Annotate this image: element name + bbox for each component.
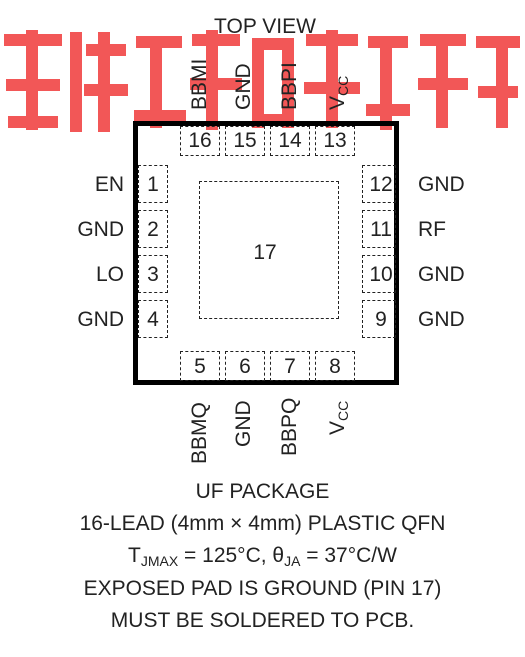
pin-13-pad — [315, 126, 355, 156]
pin-label-7: BBPQ — [278, 397, 301, 456]
pin-label-11: RF — [418, 218, 446, 241]
pin-4-number: 4 — [147, 308, 159, 331]
pin-7-number: 7 — [284, 355, 296, 378]
pin-11-number: 11 — [370, 218, 392, 241]
pin-label-10: GND — [418, 263, 465, 286]
pin-label-14: BBPI — [278, 62, 301, 110]
pin-label-16: BBMI — [188, 58, 211, 110]
pin-16-pad — [180, 126, 220, 156]
pin-3-pad — [138, 255, 168, 293]
pin-12-pad — [362, 165, 396, 203]
caption-solder-note: MUST BE SOLDERED TO PCB. — [110, 609, 415, 632]
pin-label-8: VCC — [326, 400, 351, 435]
pin-7-pad — [270, 351, 310, 381]
pin-5-pad — [180, 351, 220, 381]
pin-label-2: GND — [77, 218, 124, 241]
caption-exposed-pad: EXPOSED PAD IS GROUND (PIN 17) — [83, 577, 442, 600]
pin-8-pad — [315, 351, 355, 381]
package-outline — [133, 121, 399, 385]
pin-15-pad — [225, 126, 265, 156]
pin-label-13: VCC — [326, 75, 351, 110]
caption-thermal: TJMAX = 125°C, θJA = 37°C/W — [128, 544, 397, 569]
pin-6-pad — [225, 351, 265, 381]
exposed-pad-number: 17 — [253, 241, 277, 264]
pin-10-pad — [362, 255, 396, 293]
pin-15-number: 15 — [233, 129, 257, 152]
pin-label-15: GND — [232, 63, 255, 110]
pin-11-pad — [362, 210, 396, 248]
pin-3-number: 3 — [147, 263, 159, 286]
pin-13-number: 13 — [323, 129, 347, 152]
pin-4-pad — [138, 300, 168, 338]
caption-package: UF PACKAGE — [195, 480, 330, 503]
pin-16-number: 16 — [188, 129, 212, 152]
pin-5-number: 5 — [194, 355, 206, 378]
pin-9-pad — [362, 300, 396, 338]
watermark — [4, 30, 520, 132]
pin-1-number: 1 — [147, 173, 159, 196]
pin-2-number: 2 — [147, 218, 159, 241]
diagram-title: TOP VIEW — [214, 15, 316, 38]
pin-10-number: 10 — [369, 263, 393, 286]
pin-14-pad — [270, 126, 310, 156]
pin-9-number: 9 — [375, 308, 387, 331]
pin-label-4: GND — [77, 308, 124, 331]
pin-14-number: 14 — [278, 129, 302, 152]
pin-label-1: EN — [94, 173, 124, 196]
pin-label-3: LO — [95, 263, 124, 286]
pin-label-9: GND — [418, 308, 465, 331]
caption-lead-count: 16-LEAD (4mm × 4mm) PLASTIC QFN — [79, 512, 446, 535]
pin-1-pad — [138, 165, 168, 203]
exposed-pad — [199, 181, 339, 319]
pin-2-pad — [138, 210, 168, 248]
pin-label-12: GND — [418, 173, 465, 196]
pin-label-6: GND — [232, 400, 255, 447]
pin-6-number: 6 — [239, 355, 251, 378]
pin-label-5: BBMQ — [188, 402, 211, 464]
pin-8-number: 8 — [329, 355, 341, 378]
pin-12-number: 12 — [369, 173, 393, 196]
